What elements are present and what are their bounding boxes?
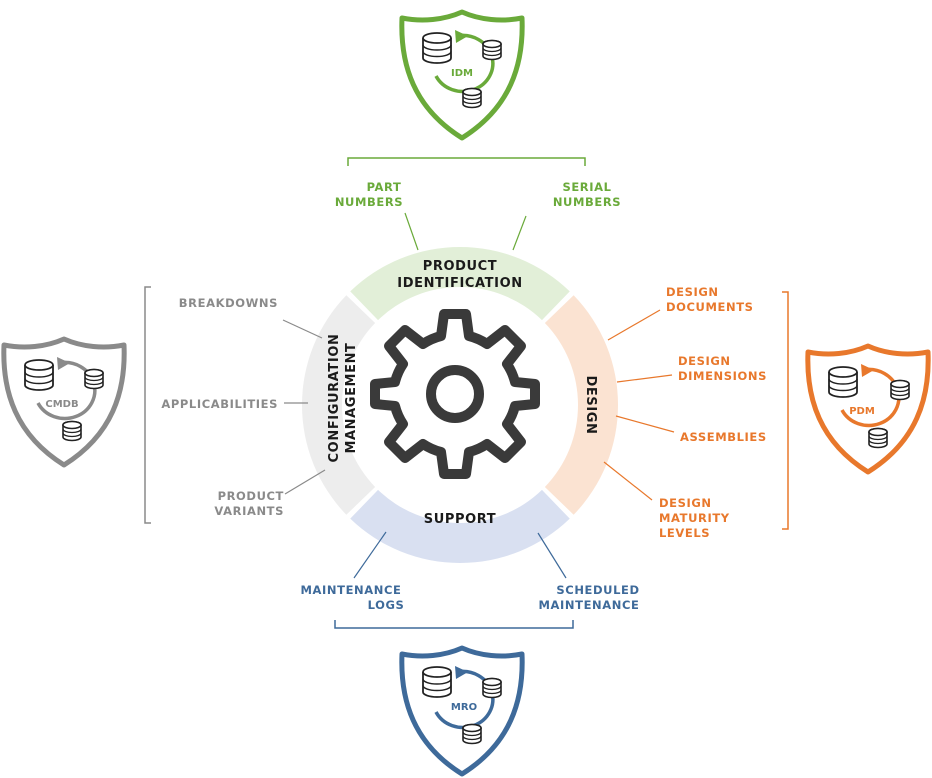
- gear-icon: [370, 309, 540, 479]
- label-design-documents-1: DESIGN: [666, 285, 719, 299]
- shield-cmdb: CMDB: [1, 336, 127, 468]
- label-product-variants-2: VARIANTS: [214, 504, 284, 518]
- shield-pdm-label: PDM: [849, 406, 875, 417]
- bracket-bottom: [334, 620, 574, 629]
- connectors-right: [603, 309, 675, 501]
- shield-idm: IDM: [399, 9, 525, 141]
- label-maintenance-logs-2: LOGS: [368, 598, 405, 612]
- shield-cmdb-label: CMDB: [45, 399, 78, 410]
- segment-bottom-label: SUPPORT: [424, 512, 497, 527]
- label-part-numbers-2: NUMBERS: [335, 195, 403, 209]
- label-design-maturity-2: MATURITY: [659, 511, 730, 525]
- segment-right-label: DESIGN: [583, 375, 598, 434]
- database-sync-icon: [24, 357, 104, 442]
- label-design-maturity-1: DESIGN: [659, 496, 712, 510]
- connectors-left: [282, 319, 326, 495]
- shield-idm-label: IDM: [451, 68, 473, 79]
- left-labels: BREAKDOWNS APPLICABILITIES PRODUCT VARIA…: [161, 296, 284, 518]
- shield-pdm: PDM: [805, 343, 931, 475]
- label-part-numbers-1: PART: [367, 180, 402, 194]
- label-serial-numbers-1: SERIAL: [562, 180, 611, 194]
- segment-support: [350, 489, 570, 564]
- segment-design: [544, 295, 619, 515]
- database-sync-icon: [422, 666, 502, 745]
- top-labels: PART NUMBERS SERIAL NUMBERS: [335, 180, 621, 209]
- bracket-top: [347, 157, 586, 166]
- label-design-dimensions-1: DESIGN: [678, 354, 731, 368]
- connectors-bottom: [353, 531, 567, 579]
- connectors-top: [404, 212, 527, 251]
- bottom-labels: MAINTENANCE LOGS SCHEDULED MAINTENANCE: [301, 583, 640, 612]
- segment-left-label-2: MANAGEMENT: [344, 342, 359, 453]
- label-scheduled-maintenance-2: MAINTENANCE: [539, 598, 640, 612]
- database-sync-icon: [828, 364, 910, 449]
- label-breakdowns: BREAKDOWNS: [179, 296, 278, 310]
- segment-product-identification: [350, 246, 570, 321]
- segment-top-label-1: PRODUCT: [423, 259, 498, 274]
- label-product-variants-1: PRODUCT: [218, 489, 284, 503]
- label-design-documents-2: DOCUMENTS: [666, 300, 754, 314]
- bracket-left: [144, 286, 151, 524]
- label-assemblies: ASSEMBLIES: [680, 430, 767, 444]
- label-design-dimensions-2: DIMENSIONS: [678, 369, 767, 383]
- bracket-right: [782, 291, 789, 530]
- shield-mro-label: MRO: [451, 702, 477, 713]
- right-labels: DESIGN DOCUMENTS DESIGN DIMENSIONS ASSEM…: [659, 285, 767, 540]
- shield-mro: MRO: [399, 645, 525, 777]
- label-serial-numbers-2: NUMBERS: [553, 195, 621, 209]
- segment-top-label-2: IDENTIFICATION: [397, 276, 522, 291]
- label-applicabilities: APPLICABILITIES: [161, 397, 278, 411]
- label-design-maturity-3: LEVELS: [659, 526, 710, 540]
- database-sync-icon: [422, 30, 502, 109]
- label-scheduled-maintenance-1: SCHEDULED: [556, 583, 639, 597]
- segment-configuration-management: [301, 295, 376, 515]
- segment-left-label-1: CONFIGURATION: [327, 334, 342, 463]
- label-maintenance-logs-1: MAINTENANCE: [301, 583, 402, 597]
